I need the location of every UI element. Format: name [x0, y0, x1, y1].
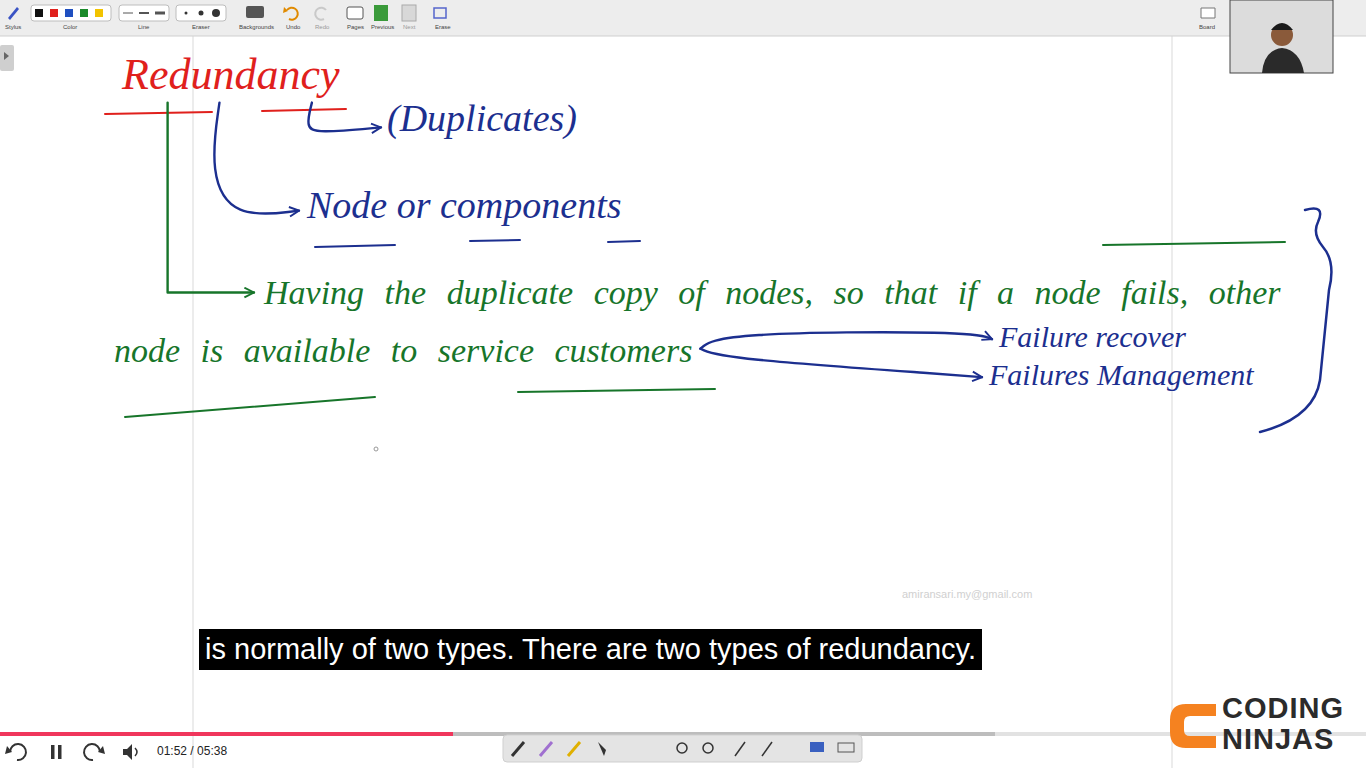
- toolbar-label: Previous: [371, 24, 394, 31]
- handwritten-note: Failure recover: [995, 318, 1190, 357]
- logo-text: NINJAS: [1222, 722, 1334, 757]
- handwritten-note: Redundancy: [118, 48, 343, 103]
- side-tab: [0, 45, 14, 71]
- cursor-dot: [374, 447, 378, 451]
- hand-drawn-arrow: [168, 103, 254, 293]
- hand-drawn-arrow: [308, 103, 381, 132]
- player-controls: [0, 732, 1366, 762]
- toolbar-label: Line: [138, 24, 149, 31]
- logo-mark: [1170, 704, 1216, 748]
- webcam-inset: [1230, 0, 1333, 73]
- top-toolbar: [0, 0, 1366, 36]
- handwritten-underlines: [105, 109, 1285, 417]
- toolbar-label: Erase: [435, 24, 451, 31]
- handwritten-note: Node or components: [303, 182, 626, 230]
- toolbar-icons: [8, 5, 1215, 21]
- board-edge: [192, 36, 194, 768]
- toolbar-border: [0, 36, 1366, 37]
- toolbar-label: Next: [403, 24, 415, 31]
- side-tab-arrow: [4, 52, 9, 60]
- hand-drawn-arrow: [700, 349, 982, 378]
- toolbar-label: Stylus: [5, 24, 21, 31]
- toolbar-label: Backgrounds: [239, 24, 274, 31]
- note-text: Redundancy: [122, 50, 339, 99]
- hand-drawn-arrow: [214, 103, 299, 214]
- note-text: Node or components: [307, 184, 622, 226]
- toolbar-label: Redo: [315, 24, 329, 31]
- toolbar-label: Undo: [286, 24, 300, 31]
- logo-text: CODING: [1222, 691, 1344, 726]
- toolbar-label: Color: [63, 24, 77, 31]
- time-display: 01:52 / 05:38: [157, 744, 227, 758]
- handwritten-note: (Duplicates): [383, 95, 581, 143]
- note-text: Failures Management: [989, 358, 1254, 391]
- subtitle: is normally of two types. There are two …: [199, 629, 982, 670]
- toolbar-label: Board: [1199, 24, 1215, 31]
- watermark: amiransari.my@gmail.com: [902, 588, 1032, 601]
- handwritten-note: Failures Management: [985, 356, 1258, 395]
- toolbar-label: Eraser: [192, 24, 210, 31]
- board-edge: [1171, 36, 1173, 768]
- curly-bracket: [1260, 209, 1331, 433]
- note-text: (Duplicates): [387, 97, 577, 139]
- toolbar-label: Pages: [347, 24, 364, 31]
- note-text: Failure recover: [999, 320, 1186, 353]
- hand-drawn-arrow: [700, 332, 992, 348]
